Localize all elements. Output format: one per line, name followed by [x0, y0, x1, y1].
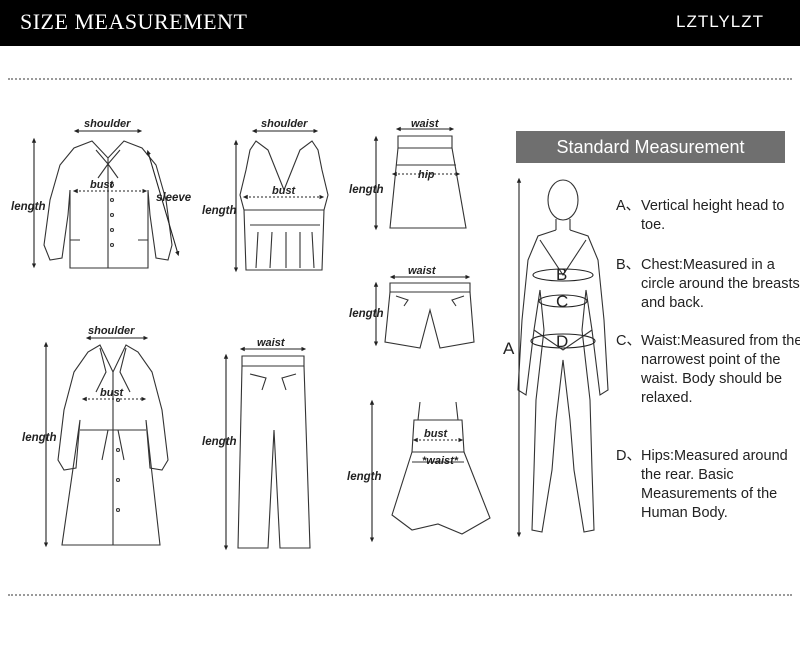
- tank-drawing: [239, 140, 329, 271]
- coat-length-label: length: [22, 432, 57, 444]
- measurement-key: D、: [616, 448, 641, 464]
- figure-label-b: B: [556, 265, 567, 284]
- shorts-drawing: [384, 282, 475, 349]
- measurement-key: B、: [616, 257, 641, 273]
- brand-name: LZTLYLZT: [676, 12, 764, 31]
- standard-measurement-title: Standard Measurement: [556, 137, 745, 157]
- standard-measurement-banner: Standard Measurement: [516, 131, 785, 163]
- shirt-length-label: length: [11, 201, 46, 213]
- figure-label-c: C: [556, 292, 568, 311]
- dress-length-label: length: [347, 471, 382, 483]
- skirt-hip-label: hip: [418, 169, 435, 181]
- pants-drawing: [237, 355, 311, 549]
- dress-bust-label: bust: [424, 428, 449, 440]
- measurement-text: Chest:Measured in a circle around the br…: [641, 257, 800, 311]
- dress-waist-label: *waist*: [422, 455, 459, 467]
- shirt-sleeve-label: sleeve: [156, 192, 192, 204]
- measurement-text: Waist:Measured from the narrowest point …: [641, 333, 800, 406]
- figure-label-d: D: [556, 332, 568, 351]
- human-figure: [517, 179, 609, 533]
- measurement-text: Hips:Measured around the rear. Basic Mea…: [641, 448, 788, 521]
- shirt-bust-label: bust: [90, 179, 115, 191]
- page-title: SIZE MEASUREMENT: [20, 9, 248, 34]
- dress-drawing: [391, 401, 491, 535]
- skirt-drawing: [389, 135, 467, 229]
- header-bar: SIZE MEASUREMENT LZTLYLZT: [0, 0, 800, 46]
- shorts-waist-label: waist: [408, 265, 437, 277]
- bottom-divider: [8, 594, 792, 596]
- measurement-key: C、: [616, 333, 641, 349]
- shorts-length-label: length: [349, 308, 384, 320]
- figure-label-a: A: [503, 339, 515, 358]
- shirt-shoulder-label: shoulder: [84, 118, 131, 130]
- skirt-length-label: length: [349, 184, 384, 196]
- skirt-waist-label: waist: [411, 118, 440, 130]
- pants-length-label: length: [202, 436, 237, 448]
- measurement-text: Vertical height head to toe.: [641, 198, 785, 233]
- shirt-drawing: [43, 140, 173, 269]
- coat-bust-label: bust: [100, 387, 125, 399]
- coat-drawing: [57, 344, 169, 546]
- pants-waist-label: waist: [257, 337, 286, 349]
- tank-shoulder-label: shoulder: [261, 118, 308, 130]
- top-divider: [8, 78, 792, 80]
- tank-bust-label: bust: [272, 185, 297, 197]
- tank-length-label: length: [202, 205, 237, 217]
- coat-shoulder-label: shoulder: [88, 325, 135, 337]
- measurement-key: A、: [616, 198, 641, 214]
